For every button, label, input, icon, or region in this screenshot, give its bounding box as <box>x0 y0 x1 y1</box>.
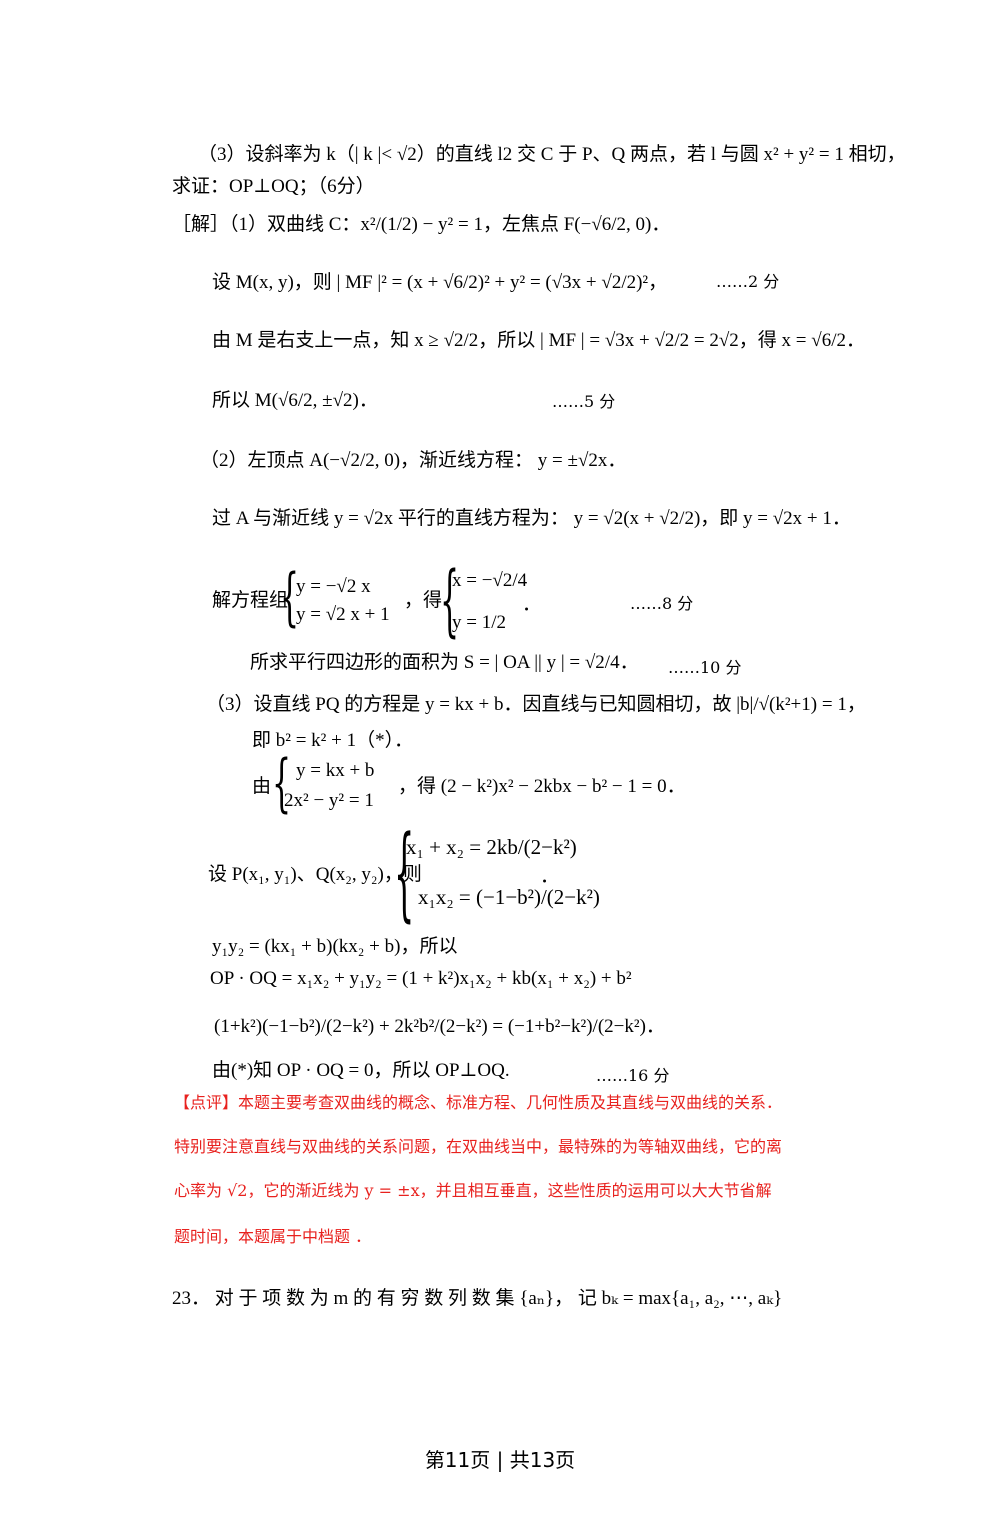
system1-result-y: y = 1/2 <box>452 612 506 633</box>
system1-end: ． <box>522 594 542 615</box>
review-line4: 题时间，本题属于中档题 ． <box>174 1227 372 1246</box>
solution-m-point: 所以 M(√6/2, ±√2)． <box>212 390 378 411</box>
score-2: ……2 分 <box>716 272 780 291</box>
system1-result-label: ，得 <box>404 590 443 611</box>
solution-part3-line: （3）设直线 PQ 的方程是 y = kx + b．因直线与已知圆相切，故 |b… <box>206 694 866 715</box>
solution-part1-hyperbola: ［解］（1）双曲线 C：x²/(1/2) − y² = 1，左焦点 F(−√6/… <box>172 214 671 235</box>
review-line3: 心率为 √2，它的渐近线为 y = ±x，并且相互垂直，这些性质的运用可以大大节… <box>174 1181 772 1200</box>
review-line1: 【点评】本题主要考查双曲线的概念、标准方程、几何性质及其直线与双曲线的关系． <box>174 1093 783 1112</box>
dot-product-fraction: (1+k²)(−1−b²)/(2−k²) + 2k²b²/(2−k²) = (−… <box>214 1016 665 1037</box>
solution-right-branch: 由 M 是右支上一点，知 x ≥ √2/2，所以 | MF | = √3x + … <box>212 330 865 351</box>
system2-label: 由 <box>252 776 272 797</box>
solve-system-label: 解方程组 <box>212 590 289 611</box>
question-23: 23． 对 于 项 数 为 m 的 有 穷 数 列 数 集 {aₙ}， 记 bₖ… <box>172 1288 783 1309</box>
system1-eq2: y = √2 x + 1 <box>296 604 390 625</box>
vieta-label: 设 P(x₁, y₁)、Q(x₂, y₂)，则 <box>208 864 422 885</box>
review-line2: 特别要注意直线与双曲线的关系问题，在双曲线当中，最特殊的为等轴双曲线，它的离 <box>174 1137 783 1156</box>
system1-eq1: y = −√2 x <box>296 576 371 597</box>
score-5: ……5 分 <box>552 392 616 411</box>
system1-result-x: x = −√2/4 <box>452 570 528 591</box>
system2-quadratic: ，得 (2 − k²)x² − 2kbx − b² − 1 = 0． <box>398 776 686 797</box>
system2-brace: { <box>272 748 292 822</box>
problem-part3-line2: 求证：OP⊥OQ；（6分） <box>172 176 375 197</box>
vieta-sum: x₁ + x₂ = 2kb/(2−k²) <box>406 835 577 859</box>
system1-brace: { <box>280 562 300 636</box>
vieta-brace: { <box>394 812 415 934</box>
vieta-product: x₁x₂ = (−1−b²)/(2−k²) <box>418 885 600 909</box>
solution-part2-vertex: （2）左顶点 A(−√2/2, 0)，渐近线方程： y = ±√2x． <box>200 450 627 471</box>
score-16: ……16 分 <box>596 1066 670 1085</box>
solution-mf-squared: 设 M(x, y)，则 | MF |² = (x + √6/2)² + y² =… <box>212 272 668 293</box>
page-footer: 第11页 | 共13页 <box>424 1448 576 1472</box>
solution-parallel-line: 过 A 与渐近线 y = √2x 平行的直线方程为： y = √2(x + √2… <box>212 508 851 529</box>
solution-b-squared: 即 b² = k² + 1（*）． <box>252 730 414 751</box>
dot-product-expansion: OP · OQ = x₁x₂ + y₁y₂ = (1 + k²)x₁x₂ + k… <box>210 968 632 989</box>
problem-part3-line1: （3）设斜率为 k（| k |< √2）的直线 l2 交 C 于 P、Q 两点，… <box>198 144 906 165</box>
system1-result-brace: { <box>440 557 460 648</box>
score-10: ……10 分 <box>668 658 742 677</box>
conclusion-line: 由(*)知 OP · OQ = 0，所以 OP⊥OQ. <box>212 1060 510 1081</box>
score-8: ……8 分 <box>630 594 694 613</box>
y1y2-expansion: y₁y₂ = (kx₁ + b)(kx₂ + b)，所以 <box>212 936 458 957</box>
parallelogram-area: 所求平行四边形的面积为 S = | OA || y | = √2/4． <box>250 652 639 673</box>
vieta-end: ． <box>540 866 560 887</box>
system2-eq1: y = kx + b <box>296 760 375 781</box>
system2-eq2: 2x² − y² = 1 <box>284 790 374 811</box>
